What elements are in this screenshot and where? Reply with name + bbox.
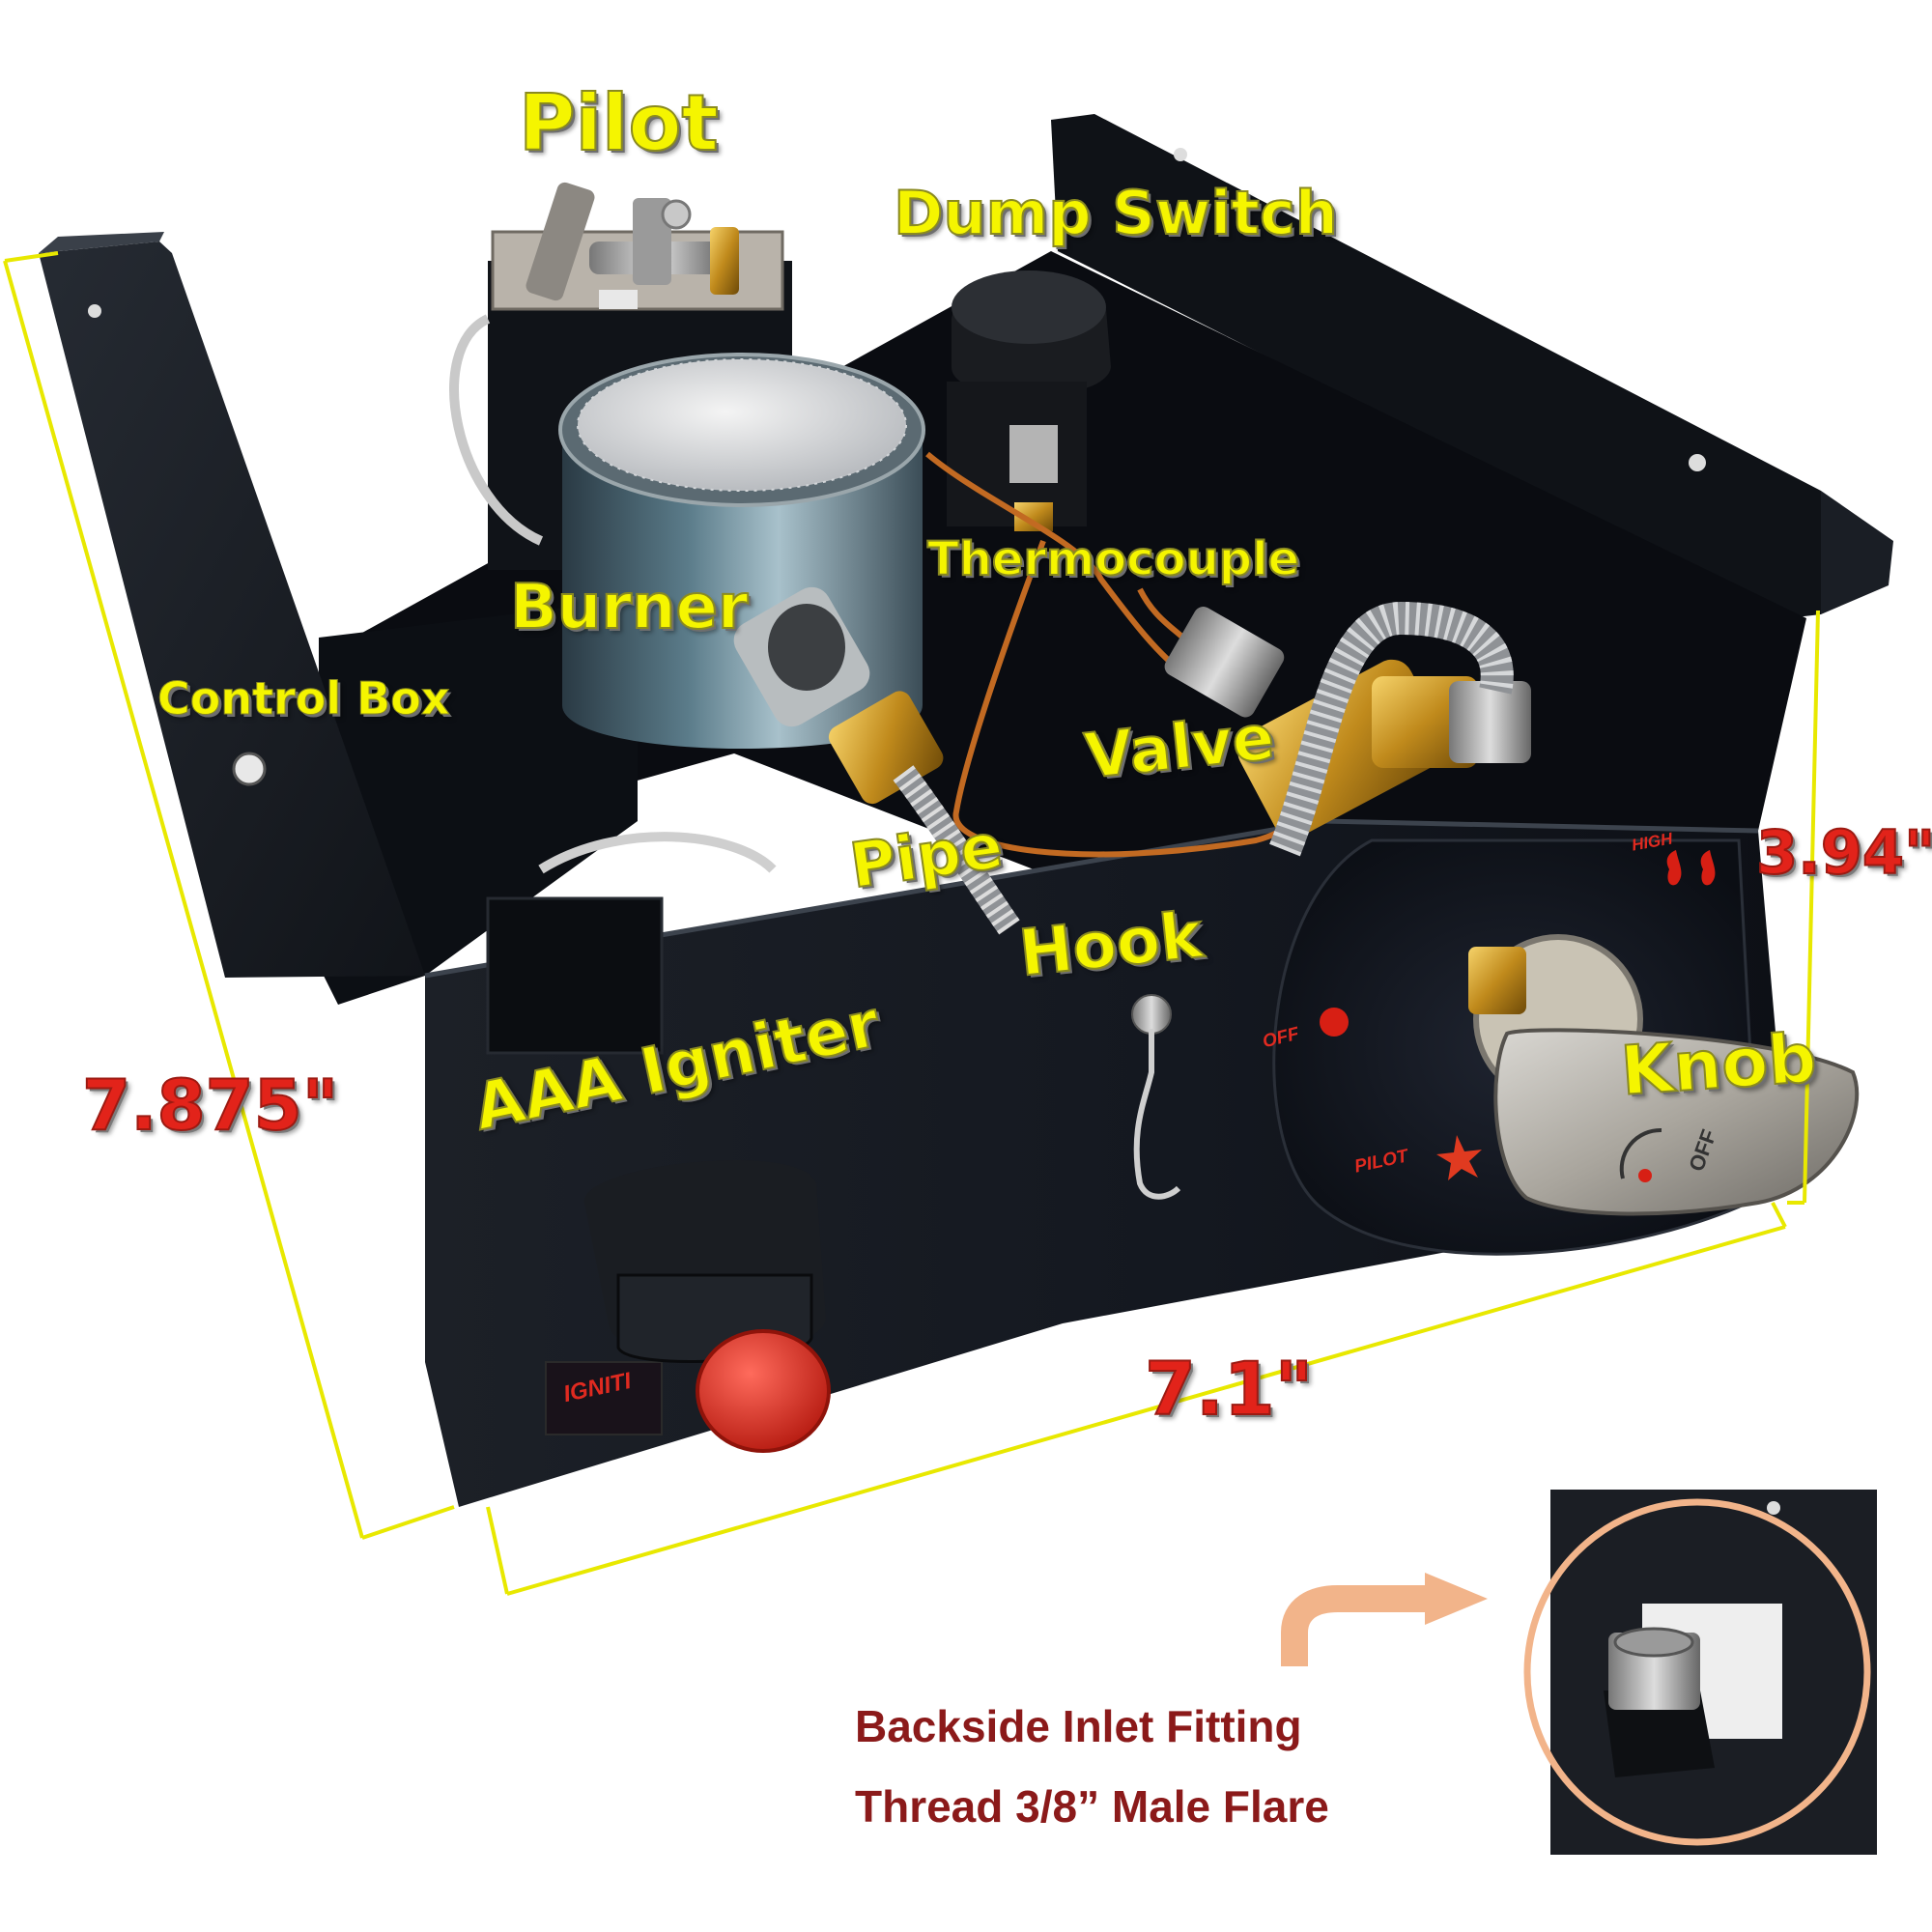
igniter-button[interactable] [545,1160,831,1453]
label-burner: Burner [509,572,749,643]
inset-caption-line1: Backside Inlet Fitting [855,1701,1302,1751]
hook [1131,994,1181,1200]
dump-switch [947,270,1111,531]
off-dot [1320,1008,1349,1037]
label-control-box: Control Box [157,672,451,724]
callout-ring [1523,1498,1871,1846]
back-wall [1051,114,1821,618]
label-dump-switch: Dump Switch [893,178,1339,248]
flex-gas-line [1269,601,1514,857]
label-hook: Hook [1014,896,1207,991]
label-thermocouple: Thermocouple [926,532,1300,586]
label-knob: Knob [1617,1017,1820,1112]
dimension-depth: 7.875" [81,1065,339,1146]
callout-arrow [1425,1573,1488,1625]
dimension-width: 7.1" [1144,1346,1314,1432]
burner-pipe [538,765,1020,935]
igniter-module [486,896,664,1055]
burner [558,353,944,805]
inlet-fitting-inset [1281,1490,1877,1855]
dimension-lines [3,251,1820,1596]
label-valve: Valve [1081,701,1279,794]
dimension-height: 3.94" [1755,817,1932,888]
left-flange [39,242,425,978]
label-pilot: Pilot [518,78,720,168]
inset-caption-line2: Thread 3/8” Male Flare [855,1781,1329,1832]
control-knob[interactable] [1468,934,1860,1216]
